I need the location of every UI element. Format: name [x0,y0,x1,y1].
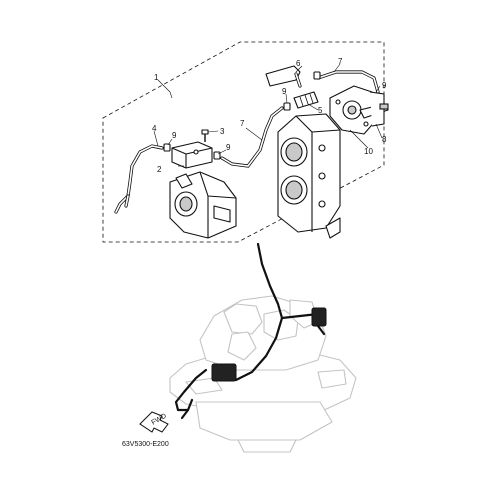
fuel-pump-silhouette [211,363,237,382]
screw-part-3 [201,129,209,142]
engine-outline [169,295,357,453]
fuel-pump-part-2 [171,141,213,169]
callout-9-d: 9 [282,87,287,96]
callout-5: 5 [318,106,323,115]
callout-labels: 1 2 3 4 5 6 7 8 9 9 9 10 7 9 [152,57,387,174]
hose-clip-part-9-b [213,151,221,160]
callout-6: 6 [296,59,301,68]
callout-9-a: 9 [172,131,177,140]
front-direction-marker: FWD [139,411,169,433]
fuel-line-routing [174,242,327,420]
fuel-joint-part-5 [293,91,319,109]
hose-clip-part-9-a [163,143,171,152]
bent-fitting-part-6 [265,65,302,88]
callout-1: 1 [154,73,159,82]
callout-7-upper: 7 [338,57,343,66]
fuel-hose-part-7 [220,106,284,168]
drawing-code: 63V5300-E200 [122,441,169,448]
hose-clip-part-9-c [283,102,291,111]
hose-clip-part-9-d [313,71,321,80]
callout-10: 10 [364,147,373,156]
callout-3: 3 [220,127,225,136]
fuel-joint-silhouette [311,307,327,327]
callout-9-b: 9 [226,143,231,152]
exploded-view-boundary [102,41,385,243]
gasket-plate-part-8 [329,85,389,135]
callout-4: 4 [152,124,157,133]
fuel-hose-part-7-upper [316,70,380,94]
carburetor [169,171,237,239]
cylinder-block [277,113,341,239]
fuel-hose-part-4 [114,144,164,214]
callout-2: 2 [157,165,162,174]
callout-9-c: 9 [382,81,387,90]
callout-8: 8 [382,135,387,144]
callout-7: 7 [240,119,245,128]
leader-lines [153,63,383,167]
